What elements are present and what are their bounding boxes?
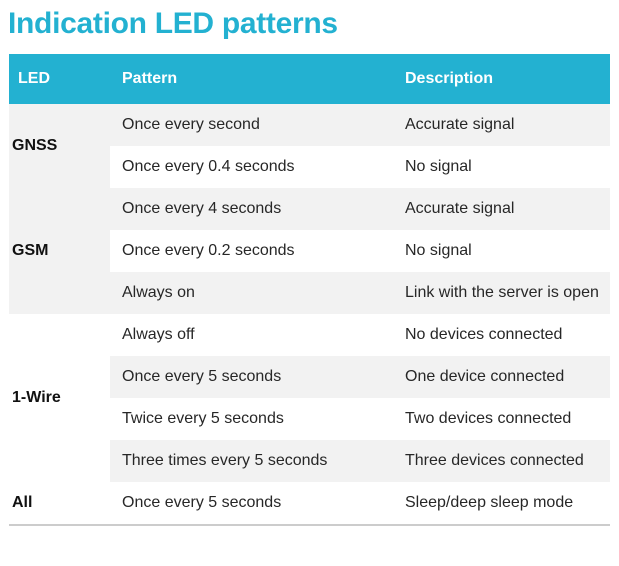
pattern-cell: Once every second [122,116,260,133]
table-row: Once every 0.2 seconds No signal [9,230,610,272]
led-cell: 1-Wire [9,314,110,482]
column-header-description: Description [393,54,610,104]
table-row: 1-Wire Always off No devices connected [9,314,610,482]
description-cell: No signal [405,158,472,175]
led-cell: GSM [9,188,110,314]
table-row: GSM Once every 4 seconds Accurate signal [9,188,610,314]
column-header-led: LED [9,54,110,104]
description-cell: Sleep/deep sleep mode [393,482,610,526]
pattern-cell: Twice every 5 seconds [122,410,284,427]
description-cell: No devices connected [405,326,563,343]
pattern-cell: Three times every 5 seconds [122,452,328,469]
table-row: Once every 0.4 seconds No signal [9,146,610,188]
pattern-cell: Once every 0.2 seconds [122,242,295,259]
pattern-cell: Once every 5 seconds [122,368,282,385]
pattern-cell: Always on [122,284,195,301]
pattern-cell: Once every 4 seconds [122,200,282,217]
led-patterns-table: LED Pattern Description GNSS Once every s… [9,54,610,526]
description-cell: Accurate signal [405,116,515,133]
pattern-cell: Once every 5 seconds [110,482,393,526]
table-row: GNSS Once every second Accurate signal [9,104,610,188]
description-cell: No signal [405,242,472,259]
description-cell: Three devices connected [405,452,584,469]
pattern-cell: Once every 0.4 seconds [122,158,295,175]
description-cell: Link with the server is open [405,284,599,301]
description-cell: Two devices connected [405,410,572,427]
table-row: Once every 5 seconds One device connected [9,356,610,398]
led-cell: GNSS [9,104,110,188]
description-cell: Accurate signal [405,200,515,217]
pattern-cell: Always off [122,326,195,343]
table-header-row: LED Pattern Description [9,54,610,104]
page-title: Indication LED patterns [8,7,338,40]
description-cell: One device connected [405,368,565,385]
table-row: Always on Link with the server is open [9,272,610,314]
table-row: Twice every 5 seconds Two devices connect… [9,398,610,440]
column-header-pattern: Pattern [110,54,393,104]
table-row: Three times every 5 seconds Three devices… [9,440,610,482]
led-cell: All [9,482,110,526]
